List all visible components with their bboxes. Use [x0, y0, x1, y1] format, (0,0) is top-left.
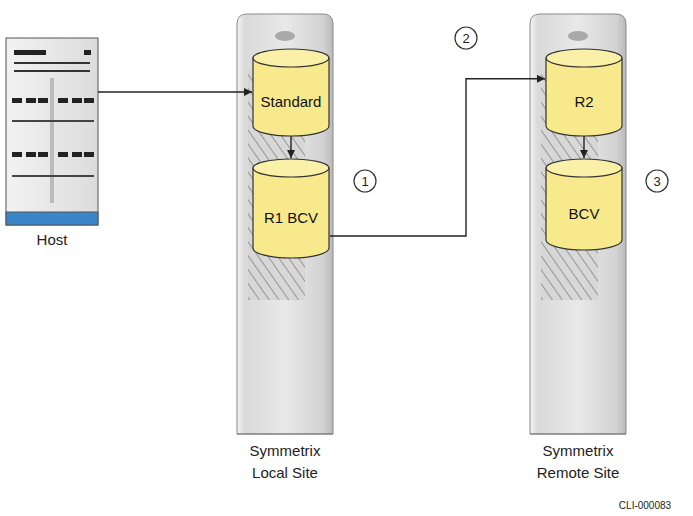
cylinder-body [253, 58, 329, 136]
disk-label: BCV [569, 204, 600, 224]
callout-number: 1 [361, 174, 368, 189]
cylinder-shape [252, 158, 330, 258]
cylinder-shape [545, 48, 623, 136]
host-label: Host [37, 229, 68, 251]
host-server [6, 38, 98, 225]
disk-cylinder: R1 BCV [252, 158, 330, 258]
cylinder-body [546, 168, 622, 250]
cylinder-body [253, 168, 329, 258]
disk-cylinder: R2 [545, 48, 623, 136]
cabinet-node: Symmetrix Remote SiteR2BCV [530, 14, 626, 434]
connector-arrow [330, 79, 545, 236]
connector-arrow [290, 136, 291, 158]
disk-label: R1 BCV [264, 208, 318, 228]
cylinder-top [253, 159, 329, 177]
host-node: Host [6, 38, 98, 225]
cylinder-top [253, 49, 329, 67]
symmetrix-cabinet [530, 14, 626, 434]
figure-id: CLI-000083 [619, 500, 671, 511]
disk-label: Standard [261, 92, 322, 112]
cylinder-top [546, 49, 622, 67]
connector-arrow [98, 91, 252, 92]
site-label: Symmetrix Local Site [235, 440, 335, 484]
callout-number: 3 [653, 174, 660, 189]
cabinet-node: Symmetrix Local SiteStandardR1 BCV [237, 14, 333, 434]
disk-cylinder: BCV [545, 158, 623, 250]
cylinder-shape [252, 48, 330, 136]
cylinder-shape [545, 158, 623, 250]
callout-number: 2 [462, 31, 469, 46]
cylinder-top [546, 159, 622, 177]
disk-label: R2 [574, 92, 593, 112]
symmetrix-cabinet [237, 14, 333, 434]
cylinder-body [546, 58, 622, 136]
site-label: Symmetrix Remote Site [528, 440, 628, 484]
callout-circle [354, 27, 668, 192]
connector-arrow [583, 136, 584, 158]
disk-cylinder: Standard [252, 48, 330, 136]
